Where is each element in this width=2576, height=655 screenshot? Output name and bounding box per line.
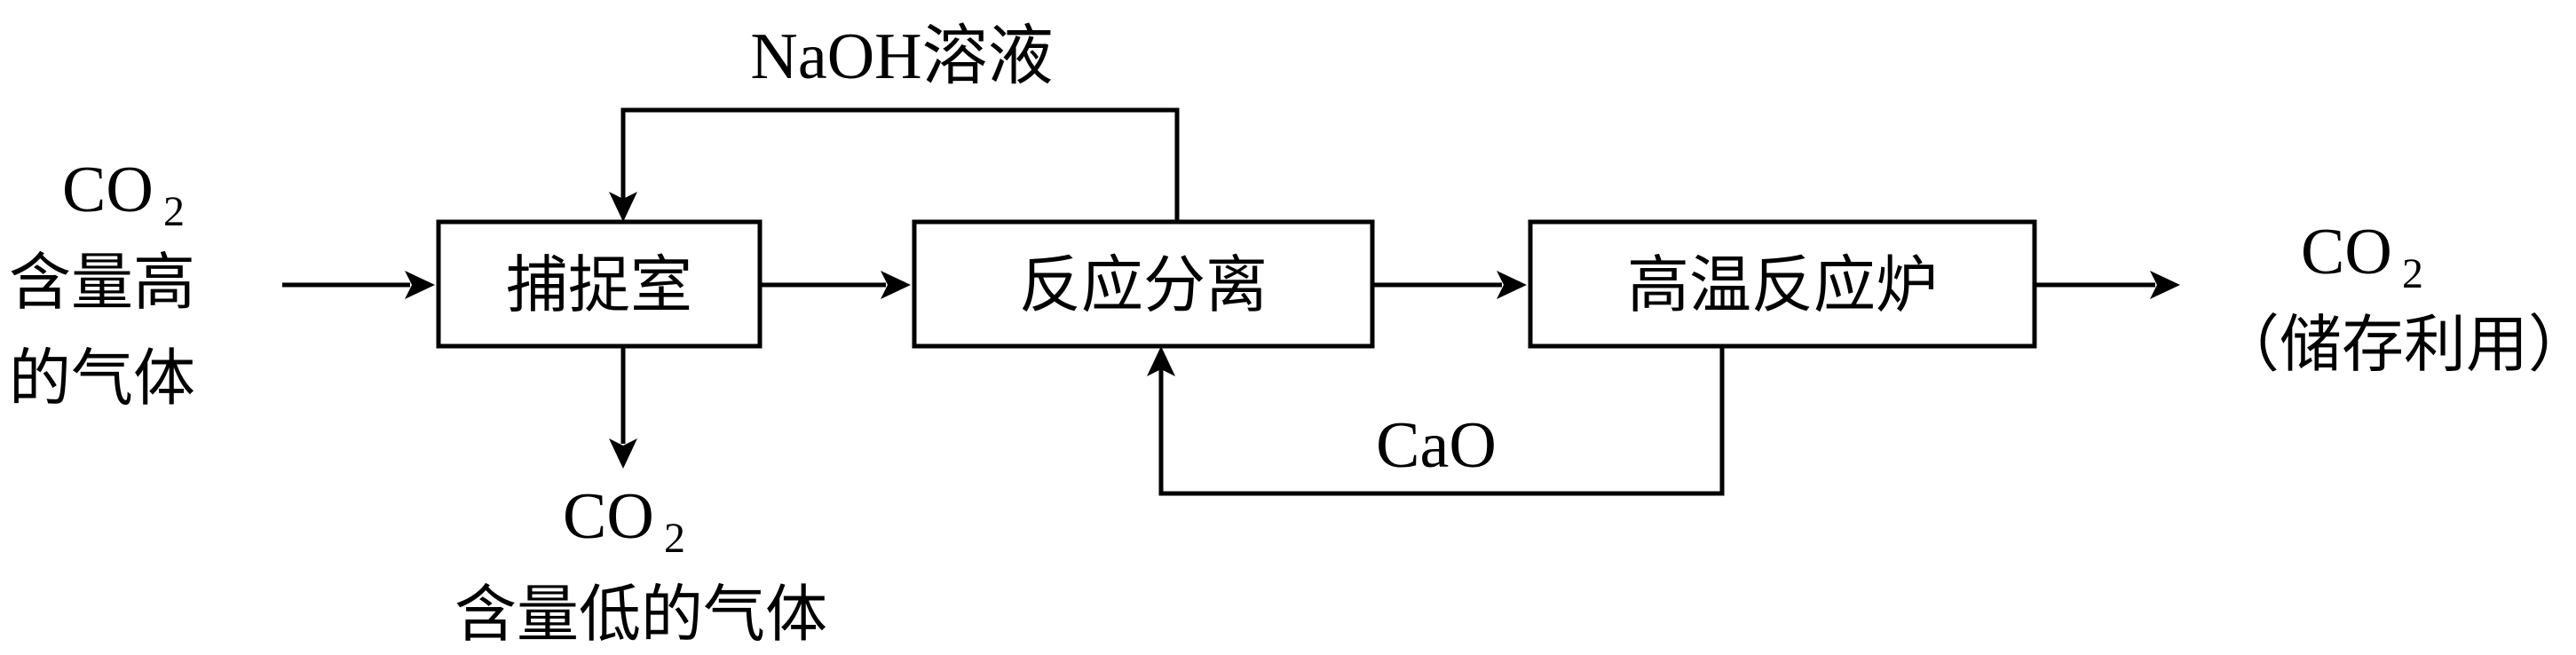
input-line2: 的气体 xyxy=(9,342,195,414)
low-gas-subscript: 2 xyxy=(664,515,685,562)
arrow-input-to-capture xyxy=(282,271,435,299)
input-line1: 含量高 xyxy=(9,246,195,319)
naoh-loop-line xyxy=(620,107,1180,222)
arrowhead xyxy=(405,271,435,299)
arrow-separation-to-furnace xyxy=(1372,271,1527,299)
naoh-recycle-loop: NaOH溶液 xyxy=(609,20,1180,222)
arrow-capture-to-separation xyxy=(760,271,911,299)
reaction-separation-box: 反应分离 xyxy=(912,219,1375,349)
capture-room-box: 捕捉室 xyxy=(436,219,763,349)
cao-recycle-loop: CaO xyxy=(1147,346,1725,496)
arrow-capture-to-low-gas xyxy=(609,346,637,469)
reactor-furnace-box: 高温反应炉 xyxy=(1528,219,2037,349)
arrowhead xyxy=(609,438,637,469)
low-gas-label: CO 2 含量低的气体 xyxy=(454,480,827,651)
arrow-furnace-to-output xyxy=(2035,271,2180,299)
input-gas-label: CO 2 含量高 的气体 xyxy=(9,154,195,414)
low-gas-text: 含量低的气体 xyxy=(454,578,827,651)
cao-label: CaO xyxy=(1376,409,1497,482)
low-gas-formula: CO xyxy=(563,480,654,553)
reaction-separation-rect xyxy=(912,219,1375,349)
input-formula: CO xyxy=(62,154,154,226)
arrowhead xyxy=(1497,271,1527,299)
arrowhead xyxy=(609,192,637,222)
arrowhead xyxy=(881,271,911,299)
output-co2-label: CO 2 （储存利用） xyxy=(2217,216,2576,381)
input-subscript: 2 xyxy=(163,188,185,235)
arrowhead xyxy=(2150,271,2180,299)
output-formula: CO xyxy=(2301,216,2392,288)
reactor-furnace-label: 高温反应炉 xyxy=(1627,249,1938,321)
arrowhead xyxy=(1147,346,1175,376)
naoh-label: NaOH溶液 xyxy=(750,20,1053,93)
capture-room-label: 捕捉室 xyxy=(506,249,692,321)
output-subscript: 2 xyxy=(2402,250,2423,297)
cao-loop-line xyxy=(1158,346,1725,496)
reaction-separation-label: 反应分离 xyxy=(1019,249,1268,321)
output-note: （储存利用） xyxy=(2217,308,2576,381)
